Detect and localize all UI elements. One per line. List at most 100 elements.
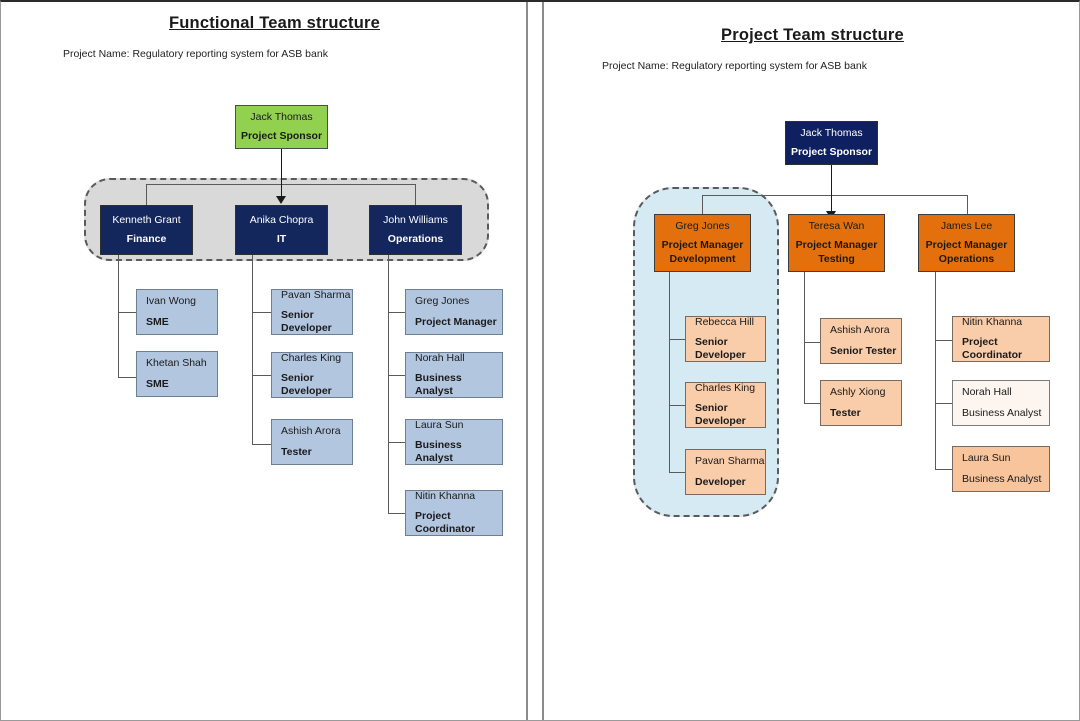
right-manager-name-development: Greg Jones: [675, 220, 730, 233]
left-report-name-nitin-khanna: Nitin Khanna: [415, 490, 476, 502]
right-report-name-ashish-arora: Ashish Arora: [830, 324, 890, 337]
left-report-node-ivan-wong[interactable]: Ivan Wong SME: [136, 289, 218, 335]
right-report-role-charles-king: Senior Developer: [695, 401, 746, 428]
right-report-name-rebecca-hill: Rebecca Hill: [695, 316, 754, 328]
right-report-role-nitin-khanna: Project Coordinator: [962, 335, 1023, 362]
right-bus-drop-operations: [967, 195, 968, 214]
right-manager-role-line2-development: Development: [669, 252, 736, 265]
right-report-name-nitin-khanna: Nitin Khanna: [962, 316, 1023, 328]
left-report-name-charles-king: Charles King: [281, 352, 342, 364]
right-report-name-norah-hall: Norah Hall: [962, 386, 1012, 399]
left-report-node-khetan-shah[interactable]: Khetan Shah SME: [136, 351, 218, 397]
right-testing-trunk: [804, 272, 805, 404]
right-manager-bus: [702, 195, 967, 196]
right-development-stub-2: [669, 405, 685, 406]
left-report-node-laura-sun[interactable]: Laura Sun Business Analyst: [405, 419, 503, 465]
left-report-role-pavan-sharma: Senior Developer: [281, 308, 332, 335]
right-manager-role-line1-development: Project Manager: [661, 239, 744, 252]
right-sponsor-name: Jack Thomas: [800, 127, 863, 140]
left-report-name-khetan-shah: Khetan Shah: [146, 357, 207, 370]
left-report-node-greg-jones[interactable]: Greg Jones Project Manager: [405, 289, 503, 335]
right-report-name-laura-sun: Laura Sun: [962, 452, 1011, 465]
left-finance-stub-1: [118, 312, 136, 313]
left-report-node-charles-king[interactable]: Charles King Senior Developer: [271, 352, 353, 398]
right-manager-node-testing[interactable]: Teresa Wan Project Manager Testing: [788, 214, 885, 272]
right-report-role-ashish-arora: Senior Tester: [830, 344, 897, 357]
left-sponsor-arrowhead: [276, 196, 286, 204]
left-manager-bus: [146, 184, 415, 185]
right-bus-drop-development: [702, 195, 703, 214]
left-manager-name-it: Anika Chopra: [249, 213, 314, 226]
right-development-trunk: [669, 272, 670, 473]
right-report-node-norah-hall[interactable]: Norah Hall Business Analyst: [952, 380, 1050, 426]
left-report-name-ashish-arora: Ashish Arora: [281, 425, 341, 438]
left-manager-node-finance[interactable]: Kenneth Grant Finance: [100, 205, 193, 255]
left-report-node-nitin-khanna[interactable]: Nitin Khanna Project Coordinator: [405, 490, 503, 536]
right-sponsor-node[interactable]: Jack Thomas Project Sponsor: [785, 121, 878, 165]
right-manager-node-development[interactable]: Greg Jones Project Manager Development: [654, 214, 751, 272]
left-report-name-laura-sun: Laura Sun: [415, 419, 464, 431]
left-sponsor-name: Jack Thomas: [250, 111, 313, 124]
right-operations-stub-3: [935, 469, 952, 470]
right-report-node-pavan-sharma[interactable]: Pavan Sharma Developer: [685, 449, 766, 495]
right-manager-name-operations: James Lee: [940, 220, 993, 233]
left-report-node-pavan-sharma[interactable]: Pavan Sharma Senior Developer: [271, 289, 353, 335]
left-report-node-ashish-arora[interactable]: Ashish Arora Tester: [271, 419, 353, 465]
right-report-role-laura-sun: Business Analyst: [962, 472, 1042, 485]
right-report-name-ashly-xiong: Ashly Xiong: [830, 386, 886, 399]
panel-divider-left: [526, 2, 528, 720]
left-manager-role-operations: Operations: [387, 233, 444, 245]
left-sponsor-node[interactable]: Jack Thomas Project Sponsor: [235, 105, 328, 149]
left-report-name-norah-hall: Norah Hall: [415, 352, 465, 364]
left-manager-node-it[interactable]: Anika Chopra IT: [235, 205, 328, 255]
left-report-role-laura-sun: Business Analyst: [415, 438, 462, 465]
right-manager-role-line1-testing: Project Manager: [795, 239, 878, 252]
right-report-node-charles-king[interactable]: Charles King Senior Developer: [685, 382, 766, 428]
left-report-role-khetan-shah: SME: [146, 377, 169, 390]
right-operations-trunk: [935, 272, 936, 469]
left-report-name-ivan-wong: Ivan Wong: [146, 295, 197, 308]
right-report-node-nitin-khanna[interactable]: Nitin Khanna Project Coordinator: [952, 316, 1050, 362]
right-manager-node-operations[interactable]: James Lee Project Manager Operations: [918, 214, 1015, 272]
left-operations-stub-3: [388, 442, 405, 443]
right-panel-subtitle: Project Name: Regulatory reporting syste…: [602, 60, 867, 72]
left-it-stub-3: [252, 444, 271, 445]
right-report-role-ashly-xiong: Tester: [830, 406, 861, 419]
right-report-role-rebecca-hill: Senior Developer: [695, 335, 746, 362]
right-testing-stub-1: [804, 342, 820, 343]
right-manager-role-line2-testing: Testing: [818, 252, 855, 265]
right-operations-stub-1: [935, 340, 952, 341]
right-manager-role-line1-operations: Project Manager: [925, 239, 1008, 252]
left-it-stub-1: [252, 312, 271, 313]
left-manager-role-finance: Finance: [126, 233, 167, 245]
left-report-role-norah-hall: Business Analyst: [415, 371, 462, 398]
right-report-node-ashly-xiong[interactable]: Ashly Xiong Tester: [820, 380, 902, 426]
left-operations-trunk: [388, 255, 389, 514]
left-report-name-pavan-sharma: Pavan Sharma: [281, 289, 351, 301]
right-panel-title: Project Team structure: [721, 26, 904, 44]
right-sponsor-role: Project Sponsor: [790, 145, 873, 158]
left-manager-name-finance: Kenneth Grant: [112, 213, 181, 226]
right-operations-stub-2: [935, 403, 952, 404]
right-report-name-charles-king: Charles King: [695, 382, 756, 394]
left-finance-trunk: [118, 255, 119, 377]
left-finance-stub-2: [118, 377, 136, 378]
right-manager-role-line2-operations: Operations: [938, 252, 995, 265]
right-report-node-ashish-arora[interactable]: Ashish Arora Senior Tester: [820, 318, 902, 364]
left-sponsor-role: Project Sponsor: [240, 129, 323, 142]
left-report-role-nitin-khanna: Project Coordinator: [415, 509, 476, 536]
right-sponsor-arrow-line: [831, 165, 832, 213]
left-bus-drop-operations: [415, 184, 416, 205]
left-bus-drop-finance: [146, 184, 147, 205]
left-manager-name-operations: John Williams: [383, 213, 448, 226]
right-report-node-laura-sun[interactable]: Laura Sun Business Analyst: [952, 446, 1050, 492]
right-report-name-pavan-sharma: Pavan Sharma: [695, 455, 765, 468]
left-manager-node-operations[interactable]: John Williams Operations: [369, 205, 462, 255]
left-report-role-ivan-wong: SME: [146, 315, 169, 328]
left-operations-stub-2: [388, 375, 405, 376]
left-it-trunk: [252, 255, 253, 445]
left-report-node-norah-hall[interactable]: Norah Hall Business Analyst: [405, 352, 503, 398]
right-testing-stub-2: [804, 403, 820, 404]
right-report-node-rebecca-hill[interactable]: Rebecca Hill Senior Developer: [685, 316, 766, 362]
